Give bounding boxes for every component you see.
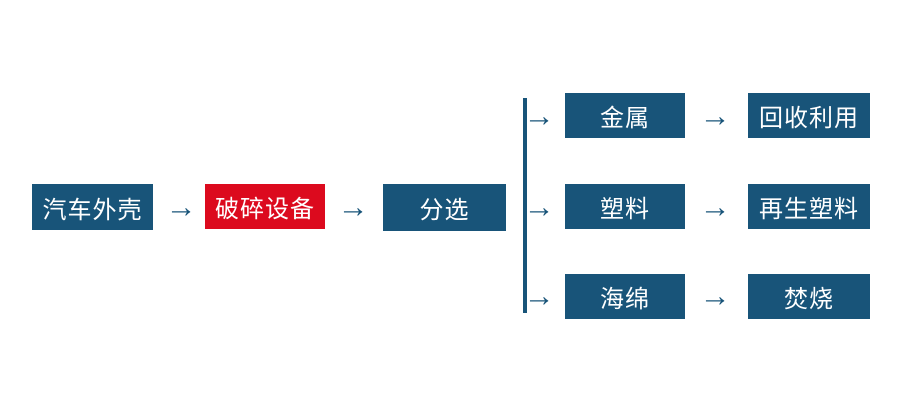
arrow-right-icon: → [523,278,555,313]
node-metal: 金属 [565,93,685,138]
arrow-right-icon: → [165,189,197,224]
node-recycled-plastic: 再生塑料 [748,184,870,229]
node-plastic: 塑料 [565,184,685,229]
arrow-right-icon: → [699,278,731,313]
node-sponge: 海绵 [565,274,685,319]
node-recycling: 回收利用 [748,93,870,138]
node-auto-shell: 汽车外壳 [32,184,153,230]
arrow-right-icon: → [337,189,369,224]
node-incineration: 焚烧 [748,274,870,319]
arrow-right-icon: → [523,98,555,133]
node-sorting: 分选 [383,184,506,231]
arrow-right-icon: → [699,98,731,133]
node-crushing-equipment: 破碎设备 [205,184,325,229]
arrow-right-icon: → [523,189,555,224]
arrow-right-icon: → [699,189,731,224]
branch-connector-line [523,98,527,313]
